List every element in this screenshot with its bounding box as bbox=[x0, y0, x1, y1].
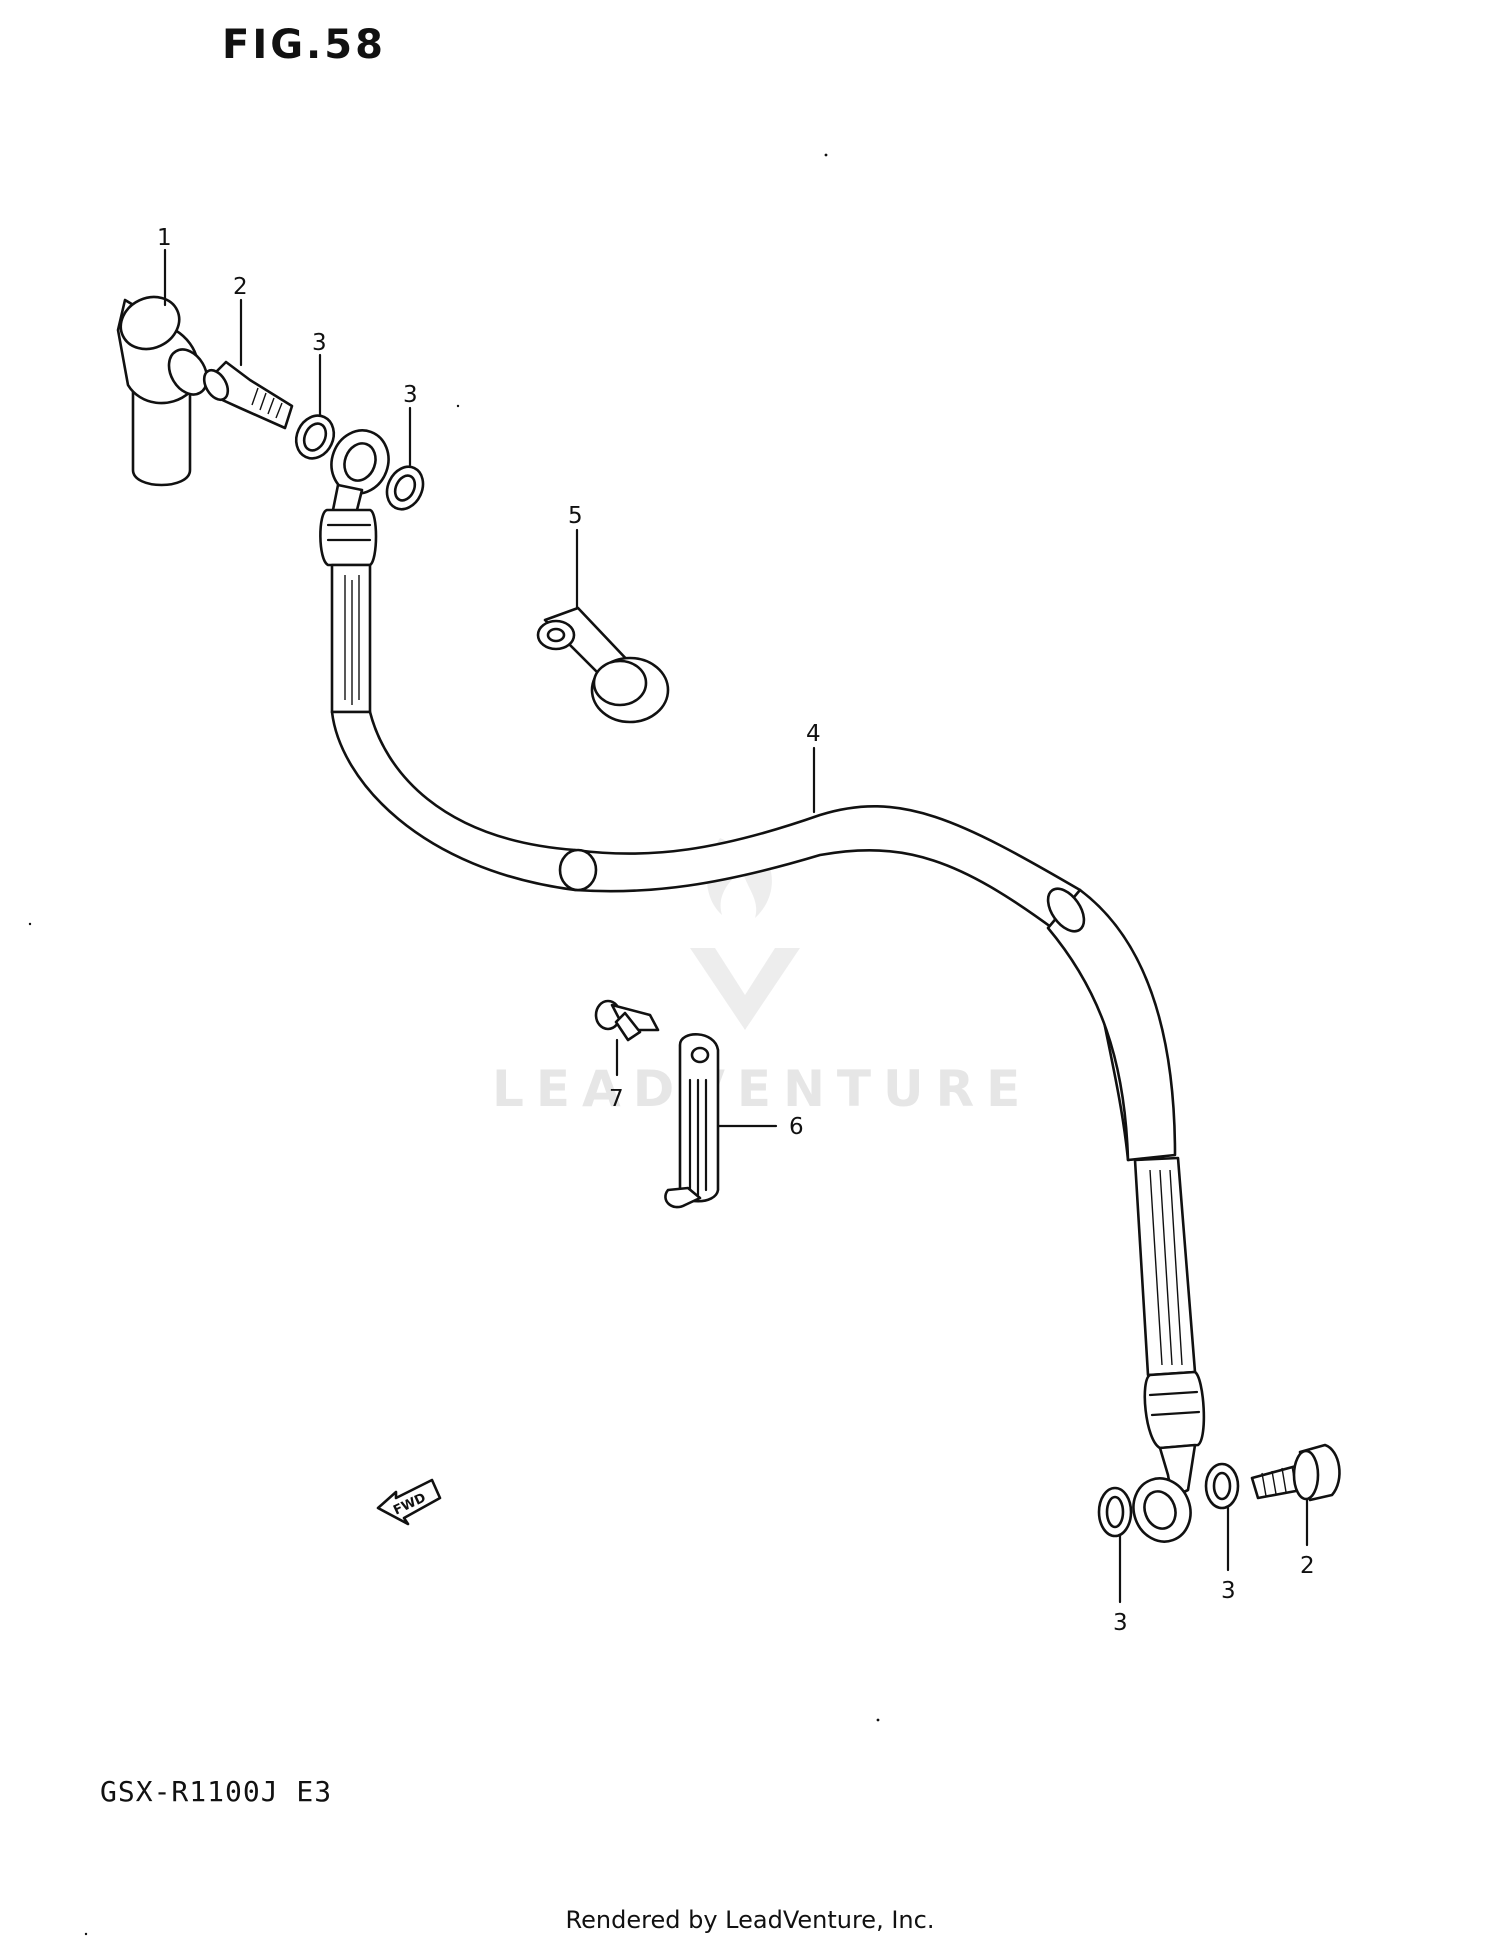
figure-title: FIG.58 bbox=[222, 22, 386, 68]
fwd-arrow: FWD bbox=[376, 1478, 442, 1526]
footer-credit: Rendered by LeadVenture, Inc. bbox=[565, 1906, 935, 1934]
part-7-clip bbox=[594, 999, 660, 1042]
callout-3-bottom-b: 3 bbox=[1221, 1578, 1236, 1604]
callouts: 1 2 3 3 5 4 7 6 2 3 3 bbox=[157, 225, 1315, 1636]
callout-3-bottom-a: 3 bbox=[1113, 1610, 1128, 1636]
part-5-clamp bbox=[536, 606, 670, 724]
part-3-washer-top-a bbox=[294, 414, 336, 460]
part-3-washer-top-b bbox=[385, 465, 425, 511]
callout-2-bottom: 2 bbox=[1300, 1553, 1315, 1579]
leader-lines bbox=[163, 248, 1309, 1604]
callout-5: 5 bbox=[568, 503, 583, 529]
callout-3-top-b: 3 bbox=[403, 382, 418, 408]
part-3-washer-bottom-b bbox=[1204, 1462, 1240, 1510]
part-2-banjo-bolt-bottom bbox=[1250, 1443, 1341, 1502]
part-2-banjo-bolt-top bbox=[202, 360, 294, 430]
callout-7: 7 bbox=[609, 1086, 624, 1112]
callout-4: 4 bbox=[806, 721, 821, 747]
scan-dots bbox=[28, 153, 880, 1936]
callout-6: 6 bbox=[789, 1114, 804, 1140]
part-4-brake-hose bbox=[319, 429, 1206, 1543]
model-code: GSX-R1100J E3 bbox=[100, 1775, 333, 1808]
callout-2-top: 2 bbox=[233, 274, 248, 300]
callout-3-top-a: 3 bbox=[312, 330, 327, 356]
part-6-hose-guide bbox=[664, 1033, 720, 1209]
callout-1: 1 bbox=[157, 225, 172, 251]
part-3-washer-bottom-a bbox=[1097, 1486, 1133, 1538]
watermark-text: LEADVENTURE bbox=[492, 1060, 1032, 1118]
part-1-elbow-cap bbox=[116, 295, 209, 487]
